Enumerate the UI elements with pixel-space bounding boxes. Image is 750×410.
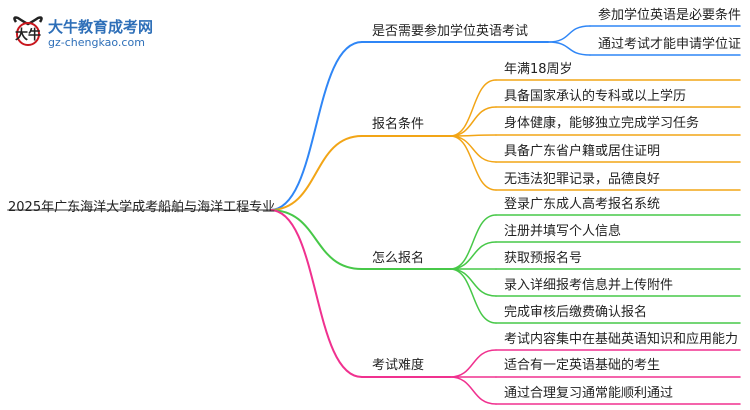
- branch-requirements: 报名条件: [372, 117, 425, 132]
- leaf-connector: [449, 268, 497, 297]
- leaf-connector: [449, 376, 497, 405]
- leaf-item: 适合有一定英语基础的考生: [504, 358, 661, 373]
- leaf-connector: [449, 135, 497, 191]
- branch-difficulty: 考试难度: [372, 358, 425, 373]
- logo-url: gz-chengkao.com: [48, 36, 145, 49]
- leaf-item: 年满18周岁: [504, 62, 573, 77]
- branch-connector: [269, 209, 363, 378]
- leaf-item: 参加学位英语是必要条件: [598, 8, 742, 23]
- leaf-item: 考试内容集中在基础英语知识和应用能力: [504, 332, 739, 347]
- leaf-connector: [449, 214, 497, 270]
- leaf-connector: [449, 241, 497, 270]
- bull-logo-icon: 大牛: [13, 16, 43, 46]
- leaf-item: 通过合理复习通常能顺利通过: [504, 386, 674, 401]
- branch-degree-english: 是否需要参加学位英语考试: [372, 24, 529, 39]
- leaf-item: 身体健康，能够独立完成学习任务: [504, 116, 700, 131]
- leaf-connector: [449, 135, 497, 163]
- logo-title: 大牛教育成考网: [48, 18, 154, 36]
- leaf-connector: [449, 268, 497, 324]
- leaf-item: 完成审核后缴费确认报名: [504, 305, 648, 320]
- leaf-item: 具备国家承认的专科或以上学历: [504, 89, 687, 104]
- leaf-item: 无违法犯罪记录，品德良好: [504, 172, 661, 187]
- leaf-item: 录入详细报考信息并上传附件: [504, 278, 674, 293]
- leaf-item: 登录广东成人高考报名系统: [504, 197, 661, 212]
- leaf-item: 通过考试才能申请学位证: [598, 37, 742, 52]
- root-topic: 2025年广东海洋大学成考船舶与海洋工程专业: [8, 200, 276, 215]
- leaf-item: 注册并填写个人信息: [504, 224, 622, 239]
- svg-text:大牛: 大牛: [15, 27, 41, 43]
- leaf-item: 具备广东省户籍或居住证明: [504, 144, 661, 159]
- leaf-connector: [547, 41, 591, 56]
- leaf-connector: [547, 25, 591, 43]
- branch-connector: [269, 41, 363, 211]
- leaf-item: 获取预报名号: [504, 251, 583, 266]
- leaf-connector: [449, 349, 497, 378]
- leaf-connector: [449, 79, 497, 137]
- leaf-connector: [449, 106, 497, 137]
- site-logo: 大牛 大牛教育成考网 gz-chengkao.com: [10, 14, 180, 54]
- branch-how-to-apply: 怎么报名: [372, 251, 425, 266]
- branch-connector: [269, 135, 363, 211]
- branch-connector: [269, 209, 363, 270]
